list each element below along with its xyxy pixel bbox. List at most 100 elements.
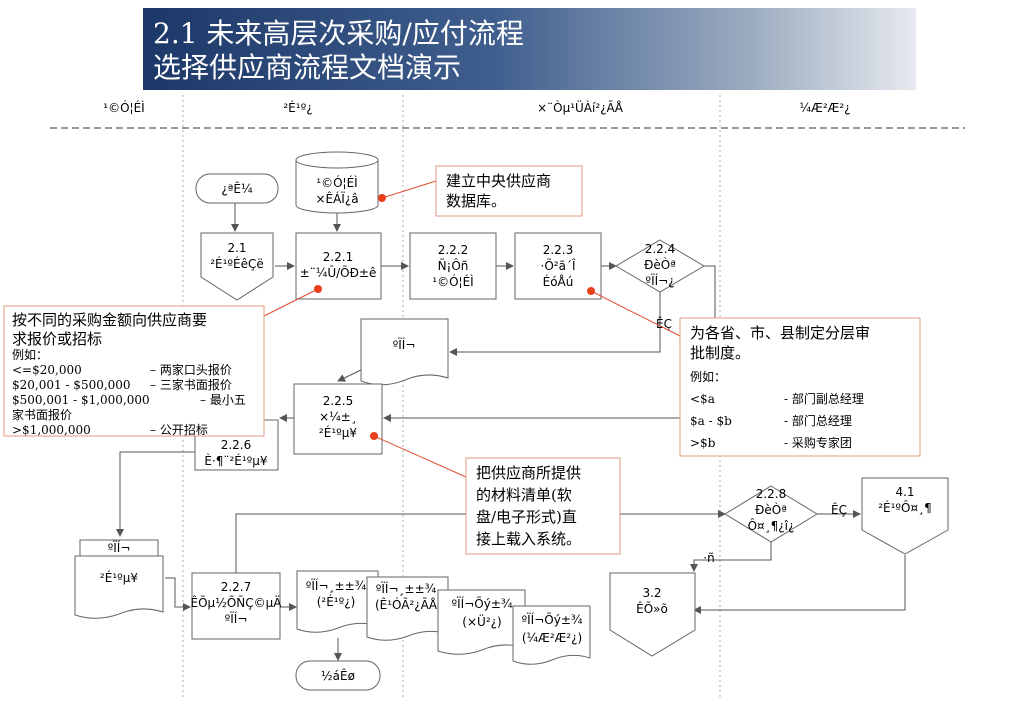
node-2-1-id: 2.1 <box>227 241 246 255</box>
doc-d-line-1: ºÏÍ¬Õý±¾ <box>521 612 582 627</box>
title-line-2: 选择供应商流程文档演示 <box>153 51 462 84</box>
title-line-1: 2.1 未来高层次采购/应付流程 <box>153 17 524 50</box>
callout-bid-amount: <=$20,000 <box>12 363 82 377</box>
doc-a-line-1: ºÏÍ¬¸±±¾ <box>306 578 367 593</box>
node-2-2-6-label: È·¶¨²É¹ºµ¥ <box>204 453 268 468</box>
node-3-2-label: ÊÕ»õ <box>636 601 668 616</box>
node-2-2-2-id: 2.2.2 <box>438 243 469 257</box>
node-2-2-3-label-2: ÉóÅú <box>543 274 574 289</box>
node-2-2-5-id: 2.2.5 <box>323 394 354 408</box>
supplier-database: ¹©Ó¦ÉÌ ×ÊÁÏ¿â <box>295 151 379 214</box>
supplier-po-label: ²É¹ºµ¥ <box>100 570 138 585</box>
node-4-1-id: 4.1 <box>895 485 914 499</box>
callout-bid-amount: >$1,000,000 <box>12 423 91 437</box>
callout-approval: 为各省、市、县制定分层审 批制度。 例如： <$a - 部门副总经理 $a - … <box>587 287 921 457</box>
yes-label: ÊÇ <box>831 502 847 517</box>
callout-bid-rule: – 最小五 <box>200 393 246 407</box>
contract-copy-user-dept: ºÏÍ¬¸±±¾ (Ê¹ÓÃ²¿ÃÅ <box>366 576 449 641</box>
doc-a-line-2: (²É¹º¿) <box>317 594 356 609</box>
decision-2-2-4-id: 2.2.4 <box>645 242 676 256</box>
node-2-1-label: ²É¹ºÉêÇë <box>210 256 264 271</box>
node-2-2-2: 2.2.2 Ñ¡Ôñ ¹©Ó¦ÉÌ <box>409 232 497 300</box>
callout-material-line-2: 的材料清单(软 <box>476 486 572 504</box>
db-label-2: ×ÊÁÏ¿â <box>315 191 358 206</box>
node-2-2-2-label-2: ¹©Ó¦ÉÌ <box>432 274 473 289</box>
decision-2-2-8-id: 2.2.8 <box>756 487 787 501</box>
end-terminator: ½áÊø <box>295 660 381 691</box>
doc-c-line-2: (×Ü²¿) <box>462 613 501 629</box>
decision-2-2-4-label-1: ÐèÒª <box>644 257 676 272</box>
callout-approval-role: - 部门副总经理 <box>784 391 864 406</box>
node-2-2-3-id: 2.2.3 <box>543 243 574 257</box>
db-label-1: ¹©Ó¦ÉÌ <box>316 175 357 190</box>
decision-2-2-8-label-2: Ô¤¸¶¿î¿ <box>748 518 795 533</box>
callout-db-line-1: 建立中央供应商 <box>446 172 551 190</box>
callout-material-line-4: 接上载入系统。 <box>476 530 581 548</box>
doc-b-line-1: ºÏÍ¬¸±±¾ <box>376 581 437 596</box>
supplier-po-document: ²É¹ºµ¥ <box>74 555 164 619</box>
callout-approval-role: - 采购专家团 <box>784 435 852 450</box>
yes-label: ÊÇ <box>656 316 672 331</box>
supplier-contract-label: ºÏÍ¬ <box>108 540 131 555</box>
callout-approval-amount: $a - $b <box>690 414 732 428</box>
callout-bid-head-2: 求报价或招标 <box>12 330 102 348</box>
node-2-2-7-label-1: ÊÕµ½ÕÑÇ©µÄ <box>191 595 283 610</box>
start-label: ¿ªÊ¼ <box>221 181 253 196</box>
node-2-2-6-id: 2.2.6 <box>221 438 252 452</box>
node-2-2-2-label-1: Ñ¡Ôñ <box>438 258 469 273</box>
callout-db-line-2: 数据库。 <box>446 192 506 210</box>
callout-approval-head-2: 批制度。 <box>690 344 750 362</box>
callout-material-line-1: 把供应商所提供 <box>476 464 581 482</box>
decision-2-2-4: 2.2.4 ÐèÒª ºÏÍ¬¿ <box>615 239 705 293</box>
node-2-2-5: 2.2.5 ×¼±¸ ²É¹ºµ¥ <box>293 383 383 455</box>
lane-finance: ¼Æ²Æ²¿ <box>800 101 851 115</box>
callout-bid-amount: $500,001 - $1,000,000 <box>12 393 150 407</box>
contract-copy-purchasing: ºÏÍ¬¸±±¾ (²É¹º¿) <box>296 570 379 633</box>
node-4-1-label: ²É¹ºÔ¤¸¶ <box>878 500 932 515</box>
title-banner: 2.1 未来高层次采购/应付流程 选择供应商流程文档演示 <box>143 8 916 90</box>
decision-2-2-8: 2.2.8 ÐèÒª Ô¤¸¶¿î¿ <box>724 485 818 543</box>
callout-approval-role: - 部门总经理 <box>784 413 852 428</box>
node-4-1: 4.1 ²É¹ºÔ¤¸¶ <box>861 477 949 555</box>
lane-supplier: ¹©Ó¦ÉÌ <box>103 100 144 115</box>
doc-d-line-2: (¼Æ²Æ²¿) <box>522 631 582 645</box>
callout-approval-example: 例如： <box>690 369 726 384</box>
lane-business-dept: ×¨Òµ¹ÜÀí²¿ÃÅ <box>537 99 624 115</box>
node-2-2-1-id: 2.2.1 <box>323 250 354 264</box>
no-label: ·ñ <box>703 551 714 565</box>
callout-approval-amount: <$a <box>690 392 715 406</box>
node-3-2: 3.2 ÊÕ»õ <box>609 572 696 657</box>
node-2-2-3-label-1: ·Õ²ã´Î <box>541 258 576 273</box>
callout-bid-amount: 家书面报价 <box>12 407 72 422</box>
callout-bid-rule: – 两家口头报价 <box>150 362 232 377</box>
contract-original-hq: ºÏÍ¬Õý±¾ (×Ü²¿) <box>437 589 526 655</box>
callout-bidding: 按不同的采购金额向供应商要 求报价或招标 例如： <=$20,000 – 两家口… <box>3 285 322 437</box>
node-2-1: 2.1 ²É¹ºÉêÇë <box>200 232 274 301</box>
node-2-2-7: 2.2.7 ÊÕµ½ÕÑÇ©µÄ ºÏÍ¬ <box>191 572 283 640</box>
node-2-2-1-label: ±¨¼Û/ÕÐ±ê <box>300 265 377 280</box>
decision-2-2-8-label-1: ÐèÒª <box>755 502 787 517</box>
node-3-2-id: 3.2 <box>642 586 661 600</box>
callout-approval-amount: >$b <box>690 436 716 450</box>
start-terminator: ¿ªÊ¼ <box>195 173 279 204</box>
contract-document: ºÏÍ¬ <box>360 318 449 386</box>
node-2-2-7-id: 2.2.7 <box>221 580 252 594</box>
callout-database: 建立中央供应商 数据库。 <box>378 165 583 217</box>
callout-bid-rule: – 公开招标 <box>150 423 208 437</box>
end-label: ½áÊø <box>321 668 355 683</box>
contract-original-finance: ºÏÍ¬Õý±¾ (¼Æ²Æ²¿) <box>512 605 591 665</box>
callout-bid-example: 例如： <box>12 347 48 362</box>
callout-bid-rule: – 三家书面报价 <box>150 377 232 392</box>
node-2-2-7-label-2: ºÏÍ¬ <box>225 611 248 626</box>
callout-approval-head-1: 为各省、市、县制定分层审 <box>690 324 870 342</box>
callout-bid-amount: $20,001 - $500,000 <box>12 378 131 392</box>
doc-b-line-2: (Ê¹ÓÃ²¿ÃÅ <box>375 597 438 612</box>
contract-doc-label: ºÏÍ¬ <box>393 337 416 352</box>
node-2-2-5-label-2: ²É¹ºµ¥ <box>319 425 357 440</box>
node-2-2-5-label-1: ×¼±¸ <box>319 410 357 424</box>
lane-purchasing: ²É¹º¿ <box>283 100 312 115</box>
decision-2-2-4-label-2: ºÏÍ¬¿ <box>645 273 674 288</box>
doc-c-line-1: ºÏÍ¬Õý±¾ <box>451 596 512 611</box>
node-2-2-3: 2.2.3 ·Õ²ã´Î ÉóÅú <box>514 232 602 300</box>
